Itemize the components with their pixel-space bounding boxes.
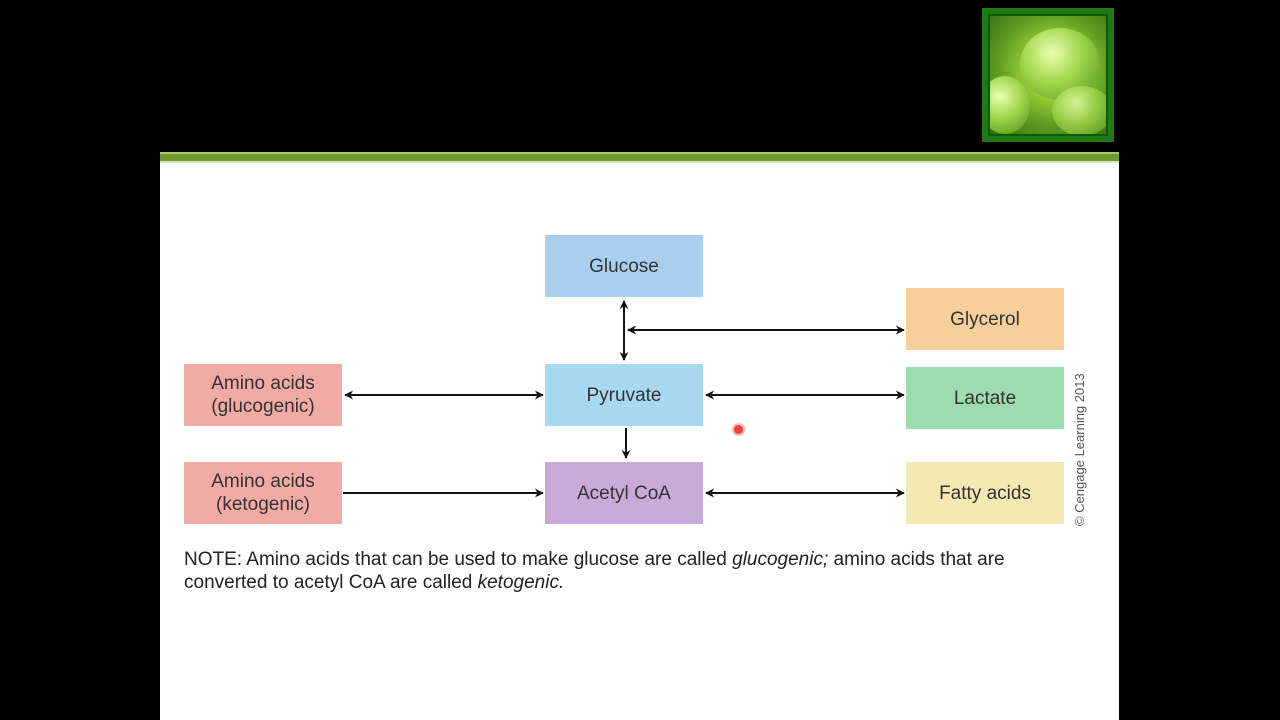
note-term-ketogenic: ketogenic. xyxy=(477,572,565,593)
node-amino-acids-ketogenic: Amino acids (ketogenic) xyxy=(184,462,342,524)
node-amino-acids-glucogenic-label: Amino acids (glucogenic) xyxy=(211,373,315,417)
node-pyruvate-label: Pyruvate xyxy=(586,384,662,406)
node-glucose-label: Glucose xyxy=(589,255,659,277)
diagram-note: NOTE: Amino acids that can be used to ma… xyxy=(184,548,1084,594)
node-pyruvate: Pyruvate xyxy=(545,364,703,426)
green-pea-image xyxy=(988,14,1108,136)
slide-thumbnail xyxy=(982,8,1114,142)
pointer-cursor-dot xyxy=(734,425,743,434)
note-prefix: NOTE: Amino acids that can be used to ma… xyxy=(184,549,733,570)
note-middle: amino acids that are converted to acetyl… xyxy=(184,549,1005,593)
node-glycerol: Glycerol xyxy=(906,288,1064,350)
slide-header-band-light xyxy=(160,161,1119,163)
node-lactate: Lactate xyxy=(906,367,1064,429)
node-amino-acids-ketogenic-label: Amino acids (ketogenic) xyxy=(211,471,315,515)
node-fatty-acids-label: Fatty acids xyxy=(939,482,1031,504)
node-fatty-acids: Fatty acids xyxy=(906,462,1064,524)
slide-header-band xyxy=(160,152,1119,161)
copyright-credit: © Cengage Learning 2013 xyxy=(1072,373,1087,526)
node-lactate-label: Lactate xyxy=(953,387,1017,409)
note-term-glucogenic: glucogenic; xyxy=(732,549,829,570)
node-glycerol-label: Glycerol xyxy=(950,308,1020,330)
node-acetyl-coa: Acetyl CoA xyxy=(545,462,703,524)
node-amino-acids-glucogenic: Amino acids (glucogenic) xyxy=(184,364,342,426)
node-glucose: Glucose xyxy=(545,235,703,297)
node-acetyl-coa-label: Acetyl CoA xyxy=(577,482,671,504)
